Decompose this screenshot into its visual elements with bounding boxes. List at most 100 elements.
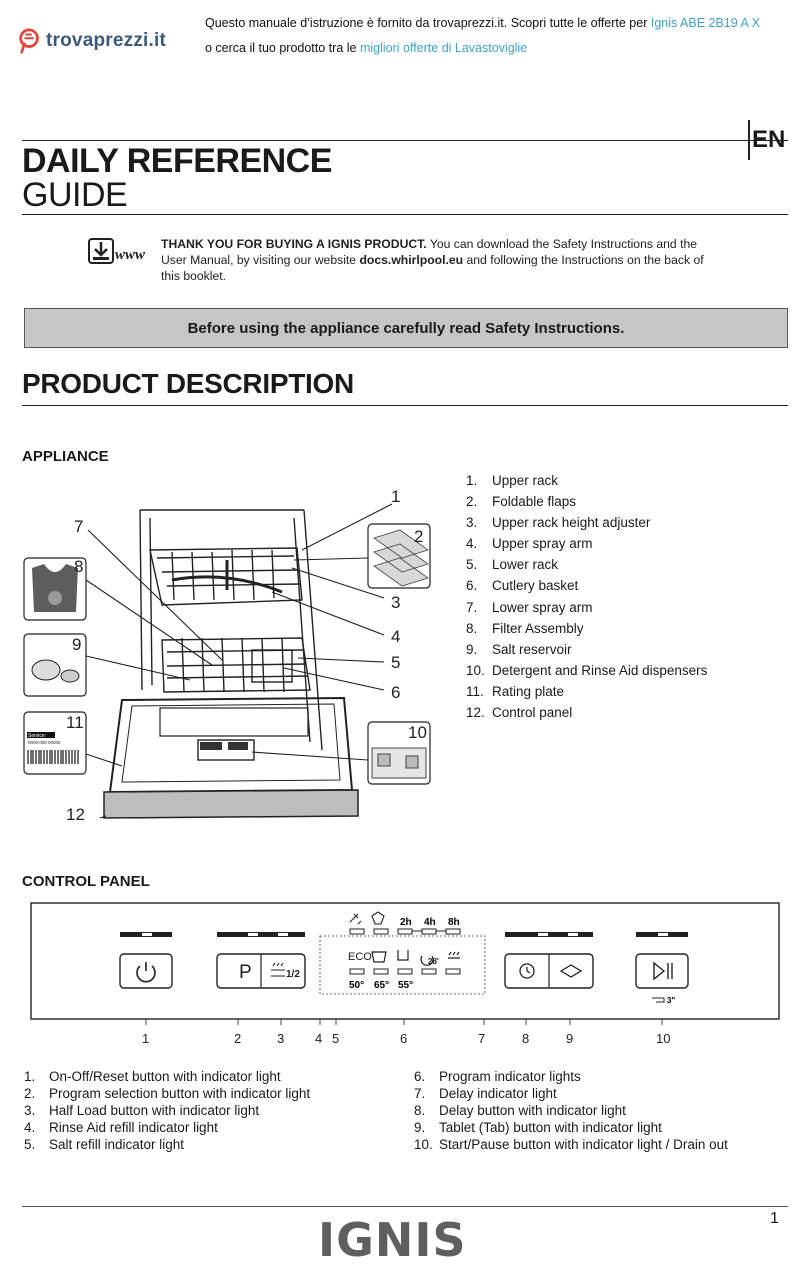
product-heading-rule [22,405,788,406]
list-item: 6.Cutlery basket [466,578,579,594]
ignis-logo: IGNIS [318,1214,467,1262]
list-item: 9.Salt reservoir [466,641,572,657]
intensive-program-icon [371,951,387,963]
program-button[interactable]: P [239,962,252,983]
thank-you-text-1: You can download the Safety Instructions… [161,237,698,267]
banner-line-1: Questo manuale d’istruzione è fornito da… [205,16,760,30]
trovaprezzi-logo-text: trovaprezzi.it [46,30,166,51]
best-offers-link[interactable]: migliori offerte di Lavastoviglie [359,41,528,55]
clock-icon [519,963,535,979]
language-tag: EN [752,126,786,153]
half-load-button[interactable]: 1/2 [271,962,300,980]
banner-line-2: o cerca il tuo prodotto tra le migliori … [205,41,527,55]
header-top-rule [22,140,788,141]
appliance-parts-list: 1.Upper rack 2.Foldable flaps 3.Upper ra… [466,470,707,723]
panel-number-1: 1 [142,1031,149,1046]
panel-number-8: 8 [522,1031,529,1046]
indicator-bars [120,932,688,937]
play-pause-icon [653,961,673,981]
trovaprezzi-logo[interactable]: trovaprezzi.it [18,28,166,54]
drain-icon [652,997,665,1003]
panel-number-7: 7 [478,1031,485,1046]
product-description-heading: PRODUCT DESCRIPTION [22,368,354,399]
footer-rule [22,1206,788,1207]
appliance-diagram: Service: 0000 000 00000 1 2 3 4 5 6 7 8 … [23,487,431,824]
banner-line-1-text: Questo manuale d’istruzione è fornito da… [205,16,651,30]
callout-9: 9 [72,635,81,654]
rinse-aid-indicator-icon [349,913,362,925]
www-label: www [115,247,146,263]
guide-title-line-1: DAILY REFERENCE [22,142,332,180]
trovaprezzi-banner: trovaprezzi.it Questo manuale d’istruzio… [0,0,808,70]
callout-5: 5 [391,653,400,672]
ignis-logo-text: IGNIS [318,1214,467,1262]
list-item: 4.Upper spray arm [466,536,593,552]
thank-you-text: THANK YOU FOR BUYING A IGNIS PRODUCT. Yo… [161,236,721,284]
callout-10: 10 [408,723,427,742]
delay-button[interactable] [519,963,535,979]
appliance-heading: APPLIANCE [22,448,109,465]
temp-label-50: 50° [349,980,364,991]
callout-7: 7 [74,517,83,536]
panel-number-9: 9 [566,1031,573,1046]
callout-12: 12 [66,805,85,824]
callout-8: 8 [74,557,83,576]
list-item: 10.Start/Pause button with indicator lig… [414,1137,728,1152]
eco-program-label: ECO [348,951,372,963]
callout-1: 1 [391,487,400,506]
control-panel-diagram: P 1/2 2h 4h 8h ECO 28' 50° 65° 55° [30,902,780,1046]
on-off-button[interactable] [119,953,173,989]
product-offers-link[interactable]: Ignis ABE 2B19 A X [650,16,760,30]
glass-program-icon [397,950,409,961]
guide-title-line-2: GUIDE [22,176,128,214]
list-item: 1.On-Off/Reset button with indicator lig… [24,1069,281,1084]
start-pause-button[interactable] [635,953,689,989]
delay-label-2h: 2h [400,917,412,928]
list-item: 5.Lower rack [466,557,559,573]
list-item: 7.Delay indicator light [414,1086,557,1101]
tablet-button[interactable] [559,964,583,978]
list-item: 10.Detergent and Rinse Aid dispensers [466,662,708,678]
salt-indicator-icon [371,911,385,925]
panel-number-2: 2 [234,1031,241,1046]
indicator-area [319,935,486,995]
control-panel-legend-left: 1.On-Off/Reset button with indicator lig… [24,1068,310,1153]
list-item: 3.Upper rack height adjuster [466,515,651,531]
language-divider [748,120,750,160]
panel-number-3: 3 [277,1031,284,1046]
prewash-program-icon [448,951,460,959]
list-item: 2.Foldable flaps [466,494,577,510]
callout-3: 3 [391,593,400,612]
temp-label-55: 55° [398,980,413,991]
control-panel-heading: CONTROL PANEL [22,873,150,890]
list-item: 8.Delay button with indicator light [414,1103,626,1118]
list-item: 5.Salt refill indicator light [24,1137,185,1152]
list-item: 1.Upper rack [466,473,559,488]
header-bottom-rule [22,214,788,215]
list-item: 11.Rating plate [466,683,565,699]
rating-plate-label: Service: [28,733,46,739]
panel-number-4: 4 [315,1031,322,1046]
callout-6: 6 [391,683,400,702]
delay-label-8h: 8h [448,917,460,928]
website-link[interactable]: docs.whirlpool.eu [359,253,464,267]
drain-label: 3" [667,996,675,1005]
safety-warning-box: Before using the appliance carefully rea… [24,308,788,348]
download-www-icon: www [88,238,146,264]
thank-you-bold: THANK YOU FOR BUYING A IGNIS PRODUCT. [161,237,427,251]
banner-line-2-text: o cerca il tuo prodotto tra le [205,41,360,55]
thank-you-text-2: and following the Instructions on the ba… [161,253,704,283]
fast-program-28-label: 28' [428,957,439,966]
list-item: 2.Program selection button with indicato… [24,1086,311,1101]
trovaprezzi-logo-icon [19,28,39,54]
list-item: 6.Program indicator lights [414,1069,581,1084]
tablet-icon [559,964,583,978]
list-item: 8.Filter Assembly [466,620,584,636]
list-item: 4.Rinse Aid refill indicator light [24,1120,218,1135]
callout-2: 2 [414,527,423,546]
fast-program-icon [420,955,434,966]
drain-indicator: 3" [652,996,675,1005]
half-load-label: 1/2 [286,969,300,980]
control-panel-legend-right: 6.Program indicator lights 7.Delay indic… [414,1068,728,1153]
list-item: 7.Lower spray arm [466,599,593,615]
